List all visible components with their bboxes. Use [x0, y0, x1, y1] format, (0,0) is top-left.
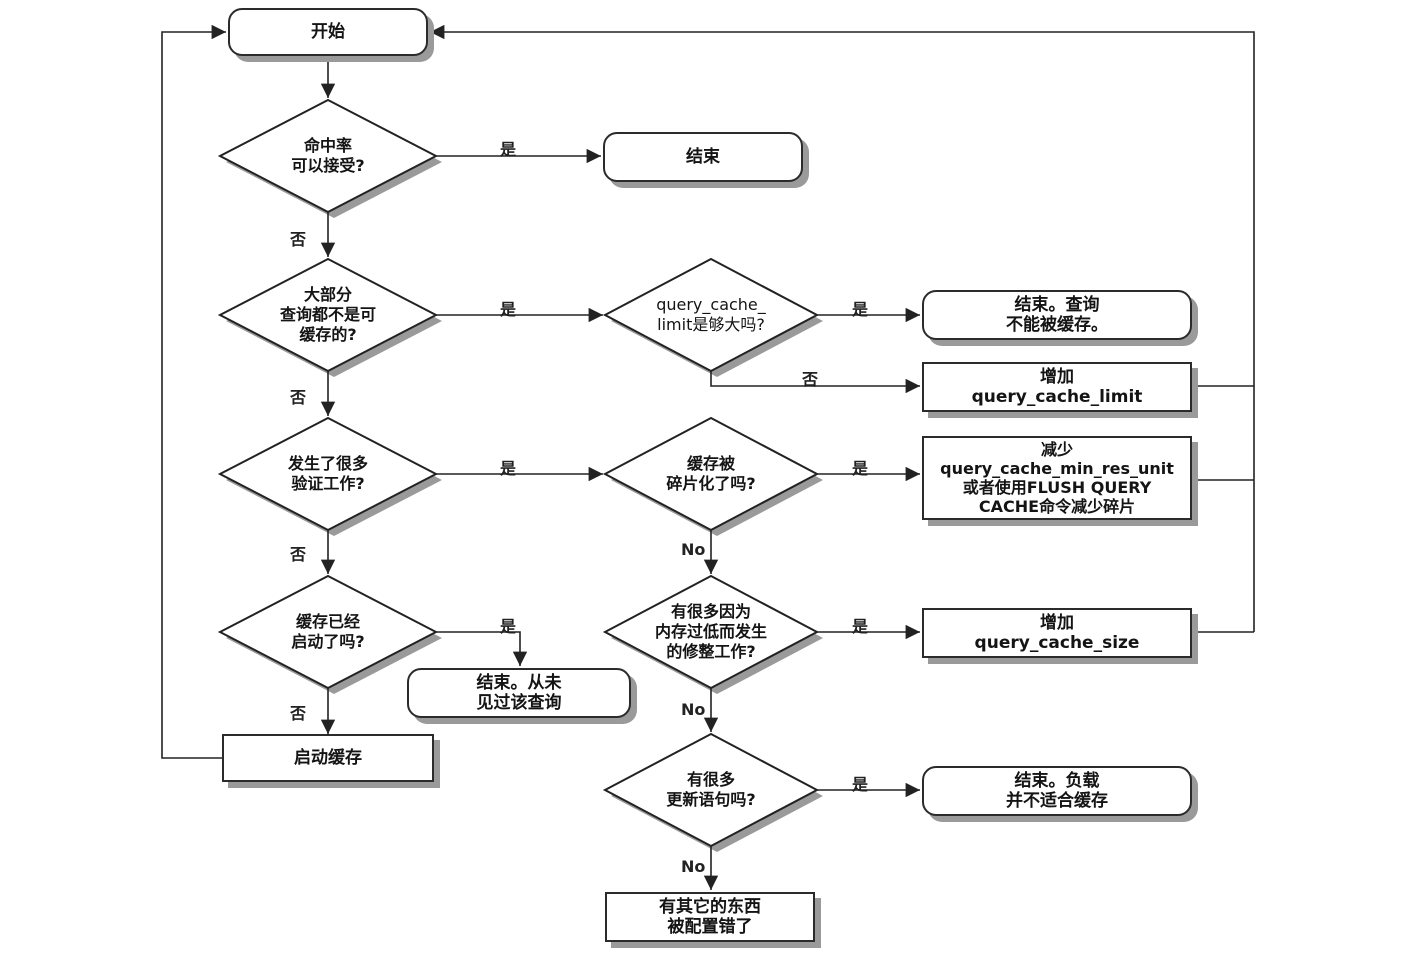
increase-limit-box: 增加 query_cache_limit [922, 362, 1192, 412]
diamond-hit-rate-text: 命中率 可以接受? [291, 136, 365, 175]
diamond-cacheable-text: 大部分 查询都不是可 缓存的? [279, 285, 376, 344]
edge-label-no-en: No [681, 540, 706, 559]
edge-label-yes: 是 [852, 300, 869, 319]
increase-size-box: 增加 query_cache_size [922, 608, 1192, 658]
edge-label-yes: 是 [852, 617, 869, 636]
diamond-fragmented-text: 缓存被 碎片化了吗? [666, 454, 756, 493]
edge-label-yes: 是 [500, 459, 517, 478]
edge-label-yes: 是 [500, 140, 517, 159]
edge-label-no: 否 [290, 388, 307, 407]
start-node: 开始 [228, 8, 428, 56]
edge-label-no: 否 [290, 704, 307, 723]
edge-label-no: 否 [290, 230, 307, 249]
end-node-not-cacheable: 结束。查询 不能被缓存。 [922, 290, 1192, 340]
misconfiguration-box: 有其它的东西 被配置错了 [605, 892, 815, 942]
edge-label-no-en: No [681, 700, 706, 719]
diamond-enabled-text: 缓存已经 启动了吗? [291, 612, 365, 651]
diamond-updates-text: 有很多 更新语句吗? [666, 770, 756, 809]
reduce-fragment-box: 减少 query_cache_min_res_unit 或者使用FLUSH QU… [922, 436, 1192, 520]
connectors [161, 24, 1255, 890]
end-node-never-seen: 结束。从未 见过该查询 [407, 668, 631, 718]
diamond-validation-text: 发生了很多 验证工作? [287, 454, 368, 493]
end-node-accept: 结束 [603, 132, 803, 182]
edge-label-yes: 是 [852, 775, 869, 794]
edge-label-no: 否 [290, 545, 307, 564]
edge-label-yes: 是 [852, 459, 869, 478]
edge-label-yes: 是 [500, 617, 517, 636]
edge-label-no-en: No [681, 857, 706, 876]
diamond-limit-text: query_cache_ limit是够大吗? [656, 295, 766, 334]
enable-cache-box: 启动缓存 [222, 734, 434, 782]
edge-label-yes: 是 [500, 300, 517, 319]
diamond-low-memory-text: 有很多因为 内存过低而发生 的修整工作? [654, 602, 767, 661]
end-node-workload: 结束。负载 并不适合缓存 [922, 766, 1192, 816]
edge-label-no: 否 [802, 370, 819, 389]
